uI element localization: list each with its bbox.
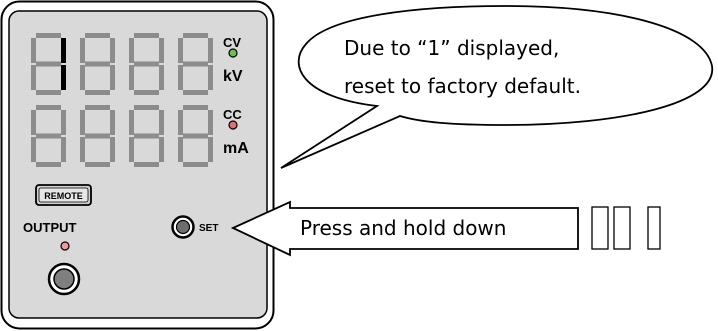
segment-e-off — [129, 137, 134, 162]
segment-e-off — [80, 65, 85, 90]
segment-b-off — [110, 38, 115, 63]
segment-d-off — [183, 90, 208, 95]
segment-d-off — [36, 90, 61, 95]
segment-d-off — [36, 162, 61, 167]
current-display — [31, 105, 213, 167]
segment-f-off — [80, 110, 85, 135]
current-unit-label: mA — [223, 140, 249, 157]
hold-bar-1 — [591, 206, 609, 250]
segment-a-off — [134, 33, 159, 38]
segment-c-off — [159, 65, 164, 90]
current-digit-4 — [178, 105, 213, 167]
segment-f-off — [178, 110, 183, 135]
segment-a-off — [134, 105, 159, 110]
segment-d-off — [183, 162, 208, 167]
segment-c-off — [61, 137, 66, 162]
current-digit-1 — [31, 105, 66, 167]
cv-label: CV — [223, 35, 241, 50]
press-arrow-text: Press and hold down — [300, 216, 506, 240]
segment-g-off — [183, 133, 208, 139]
segment-g-off — [36, 61, 61, 67]
segment-g-off — [36, 133, 61, 139]
segment-b-off — [208, 110, 213, 135]
segment-f-off — [80, 38, 85, 63]
segment-g-off — [134, 61, 159, 67]
segment-f-off — [31, 38, 36, 63]
cc-label: CC — [223, 107, 242, 122]
set-button[interactable] — [171, 215, 195, 239]
segment-a-off — [36, 33, 61, 38]
segment-a-off — [183, 33, 208, 38]
cv-indicator-led — [228, 48, 238, 58]
voltage-digit-2 — [80, 33, 115, 95]
segment-a-off — [36, 105, 61, 110]
segment-b-off — [159, 38, 164, 63]
segment-g-off — [85, 133, 110, 139]
output-label: OUTPUT — [23, 220, 77, 235]
speech-bubble-line-2: reset to factory default. — [344, 74, 581, 98]
segment-e-off — [80, 137, 85, 162]
voltage-digit-4 — [178, 33, 213, 95]
segment-a-off — [85, 105, 110, 110]
segment-f-off — [129, 110, 134, 135]
hold-bar-2 — [613, 206, 631, 250]
segment-b-off — [208, 38, 213, 63]
segment-g-off — [183, 61, 208, 67]
segment-e-off — [178, 65, 183, 90]
voltage-digit-1 — [31, 33, 66, 95]
segment-b-on — [61, 38, 66, 63]
segment-c-off — [159, 137, 164, 162]
segment-f-off — [129, 38, 134, 63]
hold-bar-3 — [647, 206, 661, 250]
voltage-display — [31, 33, 213, 95]
segment-c-on — [61, 65, 66, 90]
segment-e-off — [129, 65, 134, 90]
remote-button-label: REMOTE — [44, 191, 83, 201]
segment-b-off — [61, 110, 66, 135]
voltage-digit-3 — [129, 33, 164, 95]
segment-g-off — [85, 61, 110, 67]
remote-button[interactable]: REMOTE — [35, 184, 92, 206]
segment-b-off — [159, 110, 164, 135]
output-button[interactable] — [47, 262, 81, 296]
cc-indicator-led — [228, 120, 238, 130]
segment-c-off — [110, 65, 115, 90]
segment-d-off — [85, 162, 110, 167]
set-label: SET — [199, 223, 218, 234]
segment-d-off — [134, 90, 159, 95]
press-arrow-callout — [230, 200, 579, 257]
segment-g-off — [134, 133, 159, 139]
speech-bubble-line-1: Due to “1” displayed, — [344, 36, 559, 60]
segment-f-off — [31, 110, 36, 135]
current-digit-3 — [129, 105, 164, 167]
segment-c-off — [208, 137, 213, 162]
output-indicator-led — [60, 241, 70, 251]
segment-e-off — [31, 65, 36, 90]
voltage-unit-label: kV — [223, 68, 243, 85]
segment-c-off — [110, 137, 115, 162]
segment-a-off — [85, 33, 110, 38]
segment-d-off — [134, 162, 159, 167]
speech-bubble — [280, 5, 713, 169]
current-digit-2 — [80, 105, 115, 167]
segment-d-off — [85, 90, 110, 95]
segment-c-off — [208, 65, 213, 90]
segment-e-off — [31, 137, 36, 162]
segment-a-off — [183, 105, 208, 110]
segment-f-off — [178, 38, 183, 63]
segment-b-off — [110, 110, 115, 135]
segment-e-off — [178, 137, 183, 162]
